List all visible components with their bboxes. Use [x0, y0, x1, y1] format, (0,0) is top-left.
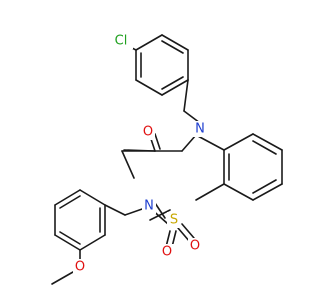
chlorine-atom-label: Cl — [115, 34, 128, 49]
bond — [123, 149, 156, 152]
atom-label-background — [111, 33, 133, 49]
bond — [135, 79, 163, 96]
bond — [223, 133, 254, 151]
atom-label-background — [167, 212, 181, 228]
bond — [183, 79, 189, 112]
atom-label-background — [73, 259, 87, 275]
molecule-structure-diagram: Cl N O N S O O O — [51, 33, 283, 285]
bond — [252, 133, 283, 151]
aromatic-bond — [161, 40, 184, 54]
bond-layer — [51, 34, 283, 285]
atom-label-background — [142, 198, 156, 214]
sulfonyl-oxygen-right-label: O — [190, 239, 200, 254]
ring-nitrogen-bottom-label: N — [144, 199, 154, 214]
methoxy-oxygen-label: O — [75, 260, 85, 275]
bond — [51, 271, 74, 285]
bond — [79, 234, 106, 251]
bond — [135, 34, 163, 51]
atom-label-background — [160, 244, 174, 260]
atom-label-background — [141, 124, 155, 140]
aromatic-bond — [59, 195, 81, 209]
sulfonyl-oxygen-left-label: O — [162, 245, 172, 260]
atom-label-layer: Cl N O N S O O O — [73, 33, 207, 275]
bond — [124, 207, 146, 216]
bond — [161, 34, 189, 51]
aromatic-bond — [161, 76, 184, 90]
bond — [195, 134, 225, 151]
bond — [149, 209, 171, 221]
bond — [79, 189, 106, 206]
atom-label-background — [188, 238, 202, 254]
bond — [154, 202, 166, 219]
bond — [223, 183, 254, 201]
aromatic-bond — [252, 140, 277, 155]
ring-nitrogen-top-label: N — [195, 122, 205, 137]
bond — [54, 189, 81, 206]
bond — [54, 234, 81, 251]
bond — [195, 183, 225, 201]
bond — [252, 183, 283, 201]
bond — [104, 204, 126, 216]
bond — [154, 133, 161, 150]
atom-label-background — [193, 121, 207, 137]
carbonyl-oxygen-label: O — [143, 125, 153, 140]
aromatic-bond — [252, 179, 277, 194]
bond — [181, 223, 195, 239]
aromatic-bond — [59, 231, 81, 245]
bond — [161, 79, 189, 96]
bond — [121, 150, 135, 179]
sulfur-atom-label: S — [170, 213, 178, 228]
bond — [181, 134, 197, 152]
